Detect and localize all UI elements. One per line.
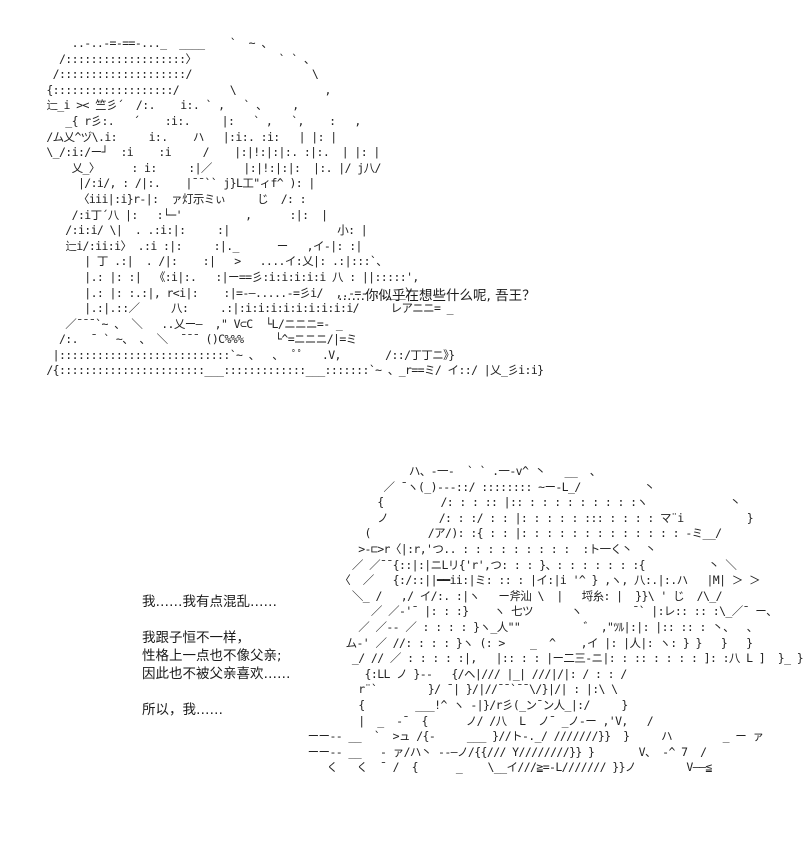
dialogue-line-5: 所以，我……: [142, 702, 223, 718]
dialogue-line-2: 我跟子恒不一样，: [142, 630, 250, 646]
ascii-art-character-bottom: ハ、-一- ` ` .一-v^ 丶 __ 、 ／ ¯ヽ(_)---::/ :::…: [307, 464, 804, 775]
ascii-art-character-top: ..-..-=-==-..._ ____ ` ~ 、 /::::::::::::…: [46, 36, 544, 378]
dialogue-line-4: 因此也不被父亲喜欢……: [142, 666, 291, 682]
dialogue-line-3: 性格上一点也不像父亲;: [142, 648, 282, 664]
dialogue-line-1: 我……我有点混乱……: [142, 594, 277, 610]
dialogue-line-top: ……你似乎在想些什么呢, 吾王？: [338, 288, 536, 304]
